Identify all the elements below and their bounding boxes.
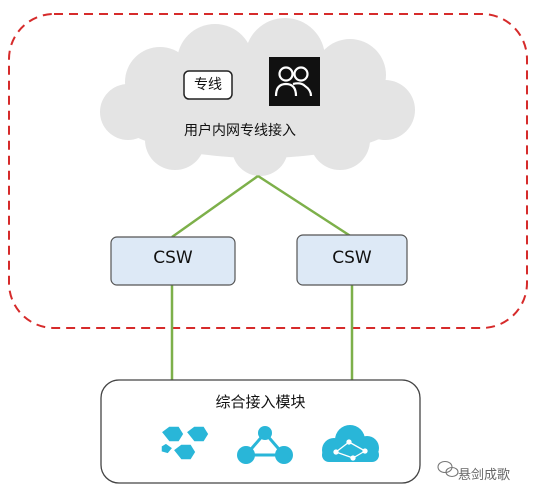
cloud-network-icon xyxy=(322,425,379,462)
csw-left-label: CSW xyxy=(153,248,193,268)
user-group-icon xyxy=(269,57,320,106)
link-lines xyxy=(170,174,354,380)
access-module-title: 综合接入模块 xyxy=(215,393,306,411)
cloud-caption: 用户内网专线接入 xyxy=(184,123,296,139)
wechat-icon xyxy=(437,460,459,478)
csw-switch-left xyxy=(110,236,236,286)
dedicated-line-tag-label: 专线 xyxy=(194,77,222,93)
network-nodes-icon xyxy=(237,426,293,464)
cloud-shape xyxy=(100,18,415,176)
csw-switch-right xyxy=(296,234,408,286)
dedicated-line-tag xyxy=(183,70,233,100)
csw-right-label: CSW xyxy=(332,248,372,268)
dashed-boundary xyxy=(8,13,528,329)
watermark-text: 悬剑成歌 xyxy=(458,468,511,483)
hexagon-cluster-icon xyxy=(159,425,210,461)
